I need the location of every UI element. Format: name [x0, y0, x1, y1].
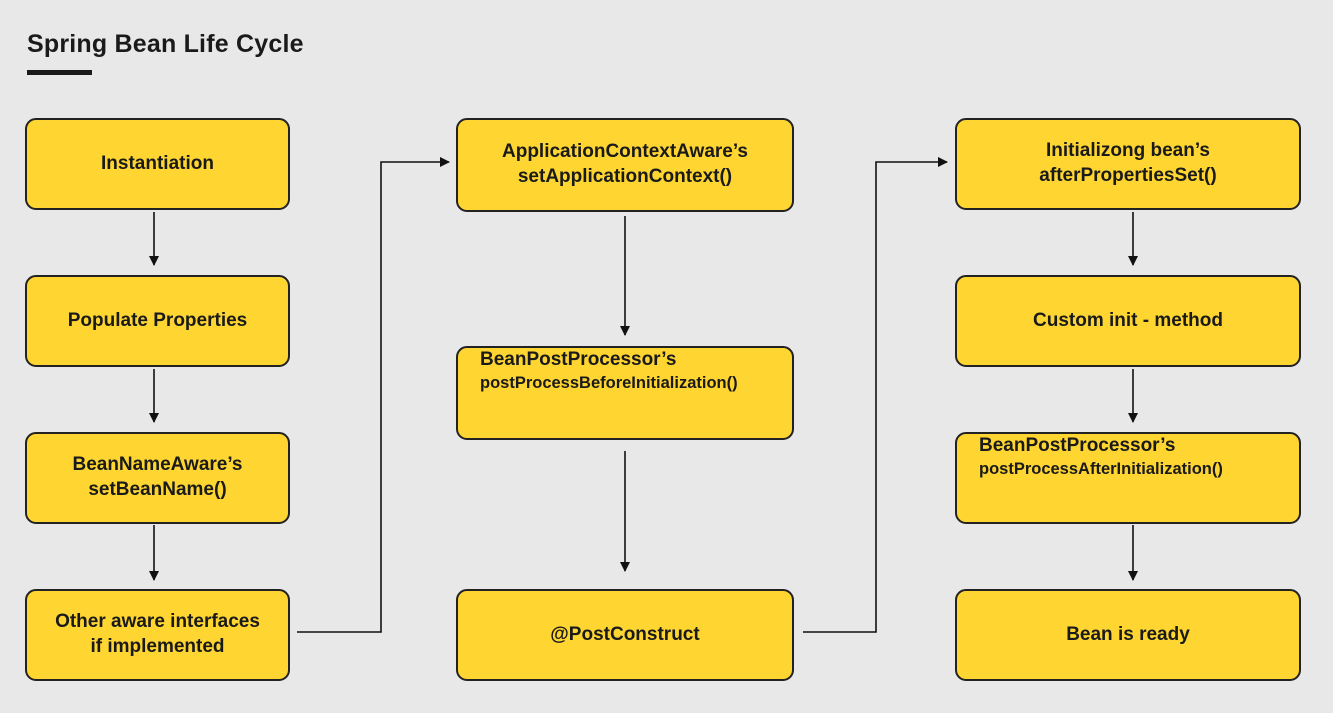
title-underline: [27, 70, 92, 75]
node-label-line1: BeanPostProcessor’s: [480, 349, 677, 370]
node-label: Custom init - method: [1033, 309, 1223, 331]
node-applicationcontextaware: ApplicationContextAware’s setApplication…: [456, 118, 794, 212]
page-title: Spring Bean Life Cycle: [27, 30, 304, 58]
node-bean-is-ready: Bean is ready: [955, 589, 1301, 681]
edge-otheraware-appctx: [297, 157, 450, 633]
node-label-line2: if implemented: [90, 636, 225, 657]
node-label: @PostConstruct: [550, 623, 700, 645]
node-bpp-before: BeanPostProcessor’s postProcessBeforeIni…: [456, 346, 794, 440]
node-bpp-after: BeanPostProcessor’s postProcessAfterInit…: [955, 432, 1301, 524]
edge-postconstruct-afterprops: [803, 157, 948, 633]
node-label-line1: ApplicationContextAware’s: [502, 141, 748, 163]
node-afterpropertiesset: Initializong bean’s afterPropertiesSet(): [955, 118, 1301, 210]
node-custom-init-method: Custom init - method: [955, 275, 1301, 367]
node-label-line1: Initializong bean’s: [1046, 140, 1210, 162]
node-instantiation: Instantiation: [25, 118, 290, 210]
node-label-line2: afterPropertiesSet(): [1039, 165, 1217, 186]
node-populate-properties: Populate Properties: [25, 275, 290, 367]
node-other-aware-interfaces: Other aware interfaces if implemented: [25, 589, 290, 681]
node-label-line2: postProcessAfterInitialization(): [979, 459, 1223, 478]
node-label: Instantiation: [101, 152, 214, 174]
node-postconstruct: @PostConstruct: [456, 589, 794, 681]
node-label-line2: setApplicationContext(): [517, 166, 733, 187]
node-label-line1: Other aware interfaces: [55, 611, 260, 633]
node-label-line1: BeanPostProcessor’s: [979, 435, 1176, 456]
node-label-line1: BeanNameAware’s: [72, 454, 243, 476]
node-label-line2: postProcessBeforeInitialization(): [480, 373, 738, 392]
node-label: Populate Properties: [67, 309, 248, 331]
node-label: Bean is ready: [1066, 623, 1190, 645]
node-label-line2: setBeanName(): [88, 479, 227, 500]
node-beannameaware: BeanNameAware’s setBeanName(): [25, 432, 290, 524]
